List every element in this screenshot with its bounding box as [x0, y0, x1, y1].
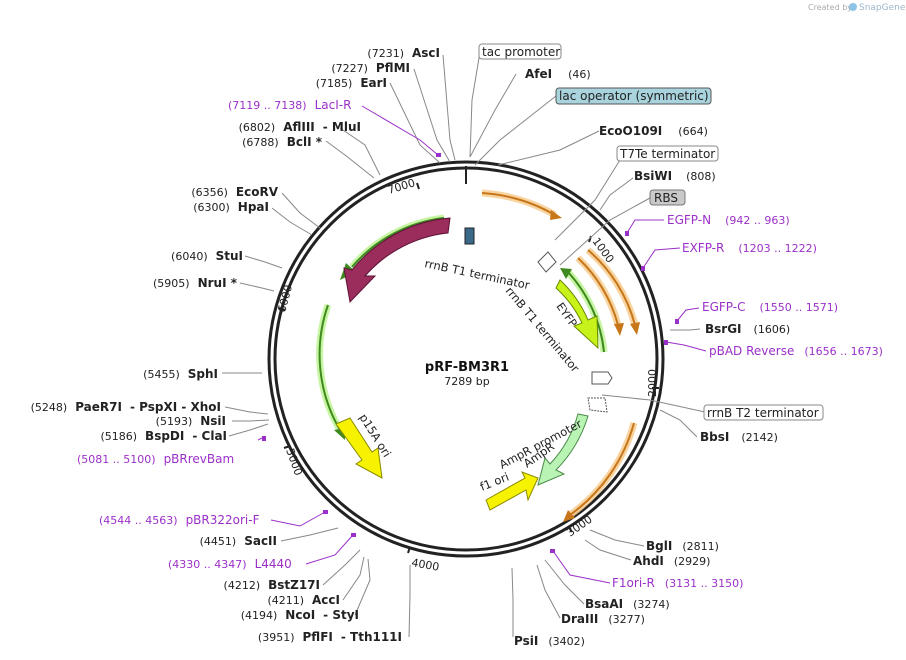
- tick-5000: [283, 445, 291, 449]
- primer-mark-l4440[interactable]: [351, 533, 356, 537]
- tick-label-6000: 6000: [275, 283, 295, 313]
- primer-laci-r[interactable]: (7119 .. 7138)LacI-R: [228, 98, 351, 112]
- watermark-created-by: Created by: [808, 3, 852, 12]
- site-nsii[interactable]: (5193)NsiI: [156, 414, 226, 428]
- site-hpai[interactable]: (6300)HpaI: [193, 200, 269, 214]
- outer-feature-arcs: [316, 189, 640, 522]
- boxed-feature-labels: tac promoter lac operator (symmetric) T7…: [478, 43, 824, 421]
- primer-pbr322ori-f[interactable]: (4544 .. 4563)pBR322ori-F: [99, 513, 260, 527]
- site-bspdi-clai[interactable]: (5186)BspDI- ClaI: [100, 429, 227, 443]
- plasmid-size: 7289 bp: [444, 375, 489, 388]
- site-acci[interactable]: (4211)AccI: [267, 593, 340, 607]
- primer-l4440[interactable]: (4330 .. 4347)L4440: [168, 557, 292, 571]
- site-asci[interactable]: (7231)AscI: [367, 46, 440, 60]
- feature-label-t7te-terminator: T7Te terminator: [619, 147, 715, 161]
- site-bstz17i[interactable]: (4212)BstZ17I: [224, 578, 320, 592]
- tick-label-2000: 2000: [646, 369, 659, 397]
- site-bcli[interactable]: (6788)BclI *: [242, 135, 323, 149]
- ampr-arrow[interactable]: [537, 413, 589, 486]
- site-nrui[interactable]: (5905)NruI *: [153, 276, 238, 290]
- tick-label-4000: 4000: [410, 556, 440, 574]
- site-bsiwi[interactable]: BsiWI(808): [634, 169, 716, 183]
- primer-mark-f1ori-r[interactable]: [550, 549, 555, 553]
- primer-binding-marks: [262, 153, 679, 553]
- orange-arrow-head: [550, 210, 562, 220]
- site-bsaai[interactable]: BsaAI(3274): [585, 597, 670, 611]
- snapgene-logo-icon: [849, 3, 857, 11]
- site-bsrgi[interactable]: BsrGI(1606): [705, 322, 790, 336]
- site-sphi[interactable]: (5455)SphI: [143, 367, 218, 381]
- tac-promoter-box[interactable]: [478, 43, 562, 60]
- tick-3000: [567, 525, 573, 533]
- site-afliii-mlui[interactable]: (6802)AflIII- MluI: [239, 120, 361, 134]
- primer-mark-exfp-r[interactable]: [641, 266, 645, 271]
- site-ecorv[interactable]: (6356)EcoRV: [191, 185, 278, 199]
- primer-leader-lines: [257, 105, 707, 584]
- site-leader-lines: [222, 54, 701, 638]
- rrnb-t2-terminator-mark[interactable]: [591, 371, 613, 385]
- feature-label-rbs: RBS: [654, 191, 678, 205]
- site-pflmi[interactable]: (7227)PflMI: [331, 61, 410, 75]
- t7te-terminator-box[interactable]: [616, 145, 719, 162]
- site-bbsi[interactable]: BbsI(2142): [700, 430, 778, 444]
- tick-label-7000: 7000: [386, 176, 417, 197]
- primer-mark-egfp-n[interactable]: [625, 231, 629, 236]
- feature-leader-lines: [469, 51, 706, 413]
- rrnb-t1-terminator-mark-right[interactable]: [537, 251, 557, 273]
- primer-f1ori-r[interactable]: F1ori-R(3131 .. 3150): [612, 576, 743, 590]
- primer-mark-pbrrevbam[interactable]: [262, 436, 266, 441]
- tick-7000: [416, 182, 420, 190]
- lac-operator-box[interactable]: [555, 87, 712, 105]
- ampr-promoter-mark[interactable]: [587, 397, 608, 413]
- restriction-sites-right: AfeI(46) EcoO109I(664) BsiWI(808) BsrGI(…: [514, 67, 790, 648]
- rbs-box[interactable]: [649, 189, 686, 206]
- f1-ori-arrow[interactable]: [485, 471, 539, 511]
- feature-label-tac-promoter: tac promoter: [482, 45, 560, 59]
- backbone-outer-strand: [267, 160, 665, 558]
- watermark-brand: SnapGene: [859, 3, 906, 13]
- tick-4000: [407, 546, 411, 554]
- rrnb-t2-terminator-box[interactable]: [703, 404, 824, 421]
- primer-pbad-reverse[interactable]: pBAD Reverse(1656 .. 1673): [709, 344, 883, 358]
- feature-label-lac-operator: lac operator (symmetric): [559, 89, 709, 103]
- primer-labels: (7119 .. 7138)LacI-R EGFP-N(942 .. 963) …: [77, 98, 883, 590]
- primer-egfp-c[interactable]: EGFP-C(1550 .. 1571): [702, 300, 838, 314]
- feature-label-rrnb-t2-terminator: rrnB T2 terminator: [707, 406, 819, 420]
- primer-pbrrevbam[interactable]: (5081 .. 5100)pBRrevBam: [77, 452, 234, 466]
- eyfp-arrow[interactable]: [555, 279, 599, 350]
- primer-mark-egfp-c[interactable]: [675, 319, 679, 324]
- site-psii[interactable]: PsiI(3402): [514, 634, 585, 648]
- rrnb-t1-terminator-mark-left[interactable]: [464, 227, 475, 245]
- p15a-ori-arrow[interactable]: [335, 417, 383, 479]
- plasmid-name: pRF-BM3R1: [425, 360, 509, 375]
- tick-6000: [278, 307, 286, 311]
- site-stui[interactable]: (6040)StuI: [171, 249, 243, 263]
- site-bgli[interactable]: BglI(2811): [646, 539, 719, 553]
- laci-arrow[interactable]: [343, 217, 451, 304]
- restriction-sites-left: (7231)AscI (7227)PflMI (7185)EarI (6802)…: [31, 46, 440, 644]
- primer-egfp-n[interactable]: EGFP-N(942 .. 963): [667, 213, 790, 227]
- site-draiii[interactable]: DraIII(3277): [561, 612, 645, 626]
- site-afei[interactable]: AfeI(46): [525, 67, 591, 81]
- primer-mark-laci-r[interactable]: [436, 153, 441, 157]
- site-pflfi-tth111i[interactable]: (3951)PflFI- Tth111I: [258, 630, 402, 644]
- primer-mark-pbr322ori-f[interactable]: [323, 510, 328, 514]
- primer-exfp-r[interactable]: EXFP-R(1203 .. 1222): [682, 241, 817, 255]
- site-paer7i-pspxi-xhoi[interactable]: (5248)PaeR7I- PspXI - XhoI: [31, 400, 221, 414]
- site-ecoo109i[interactable]: EcoO109I(664): [599, 124, 708, 138]
- site-eari[interactable]: (7185)EarI: [316, 76, 387, 90]
- site-ncoi-styi[interactable]: (4194)NcoI- StyI: [241, 608, 359, 622]
- site-ahdi[interactable]: AhdI(2929): [633, 554, 710, 568]
- site-sacii[interactable]: (4451)SacII: [200, 534, 277, 548]
- tick-label-5000: 5000: [283, 447, 305, 478]
